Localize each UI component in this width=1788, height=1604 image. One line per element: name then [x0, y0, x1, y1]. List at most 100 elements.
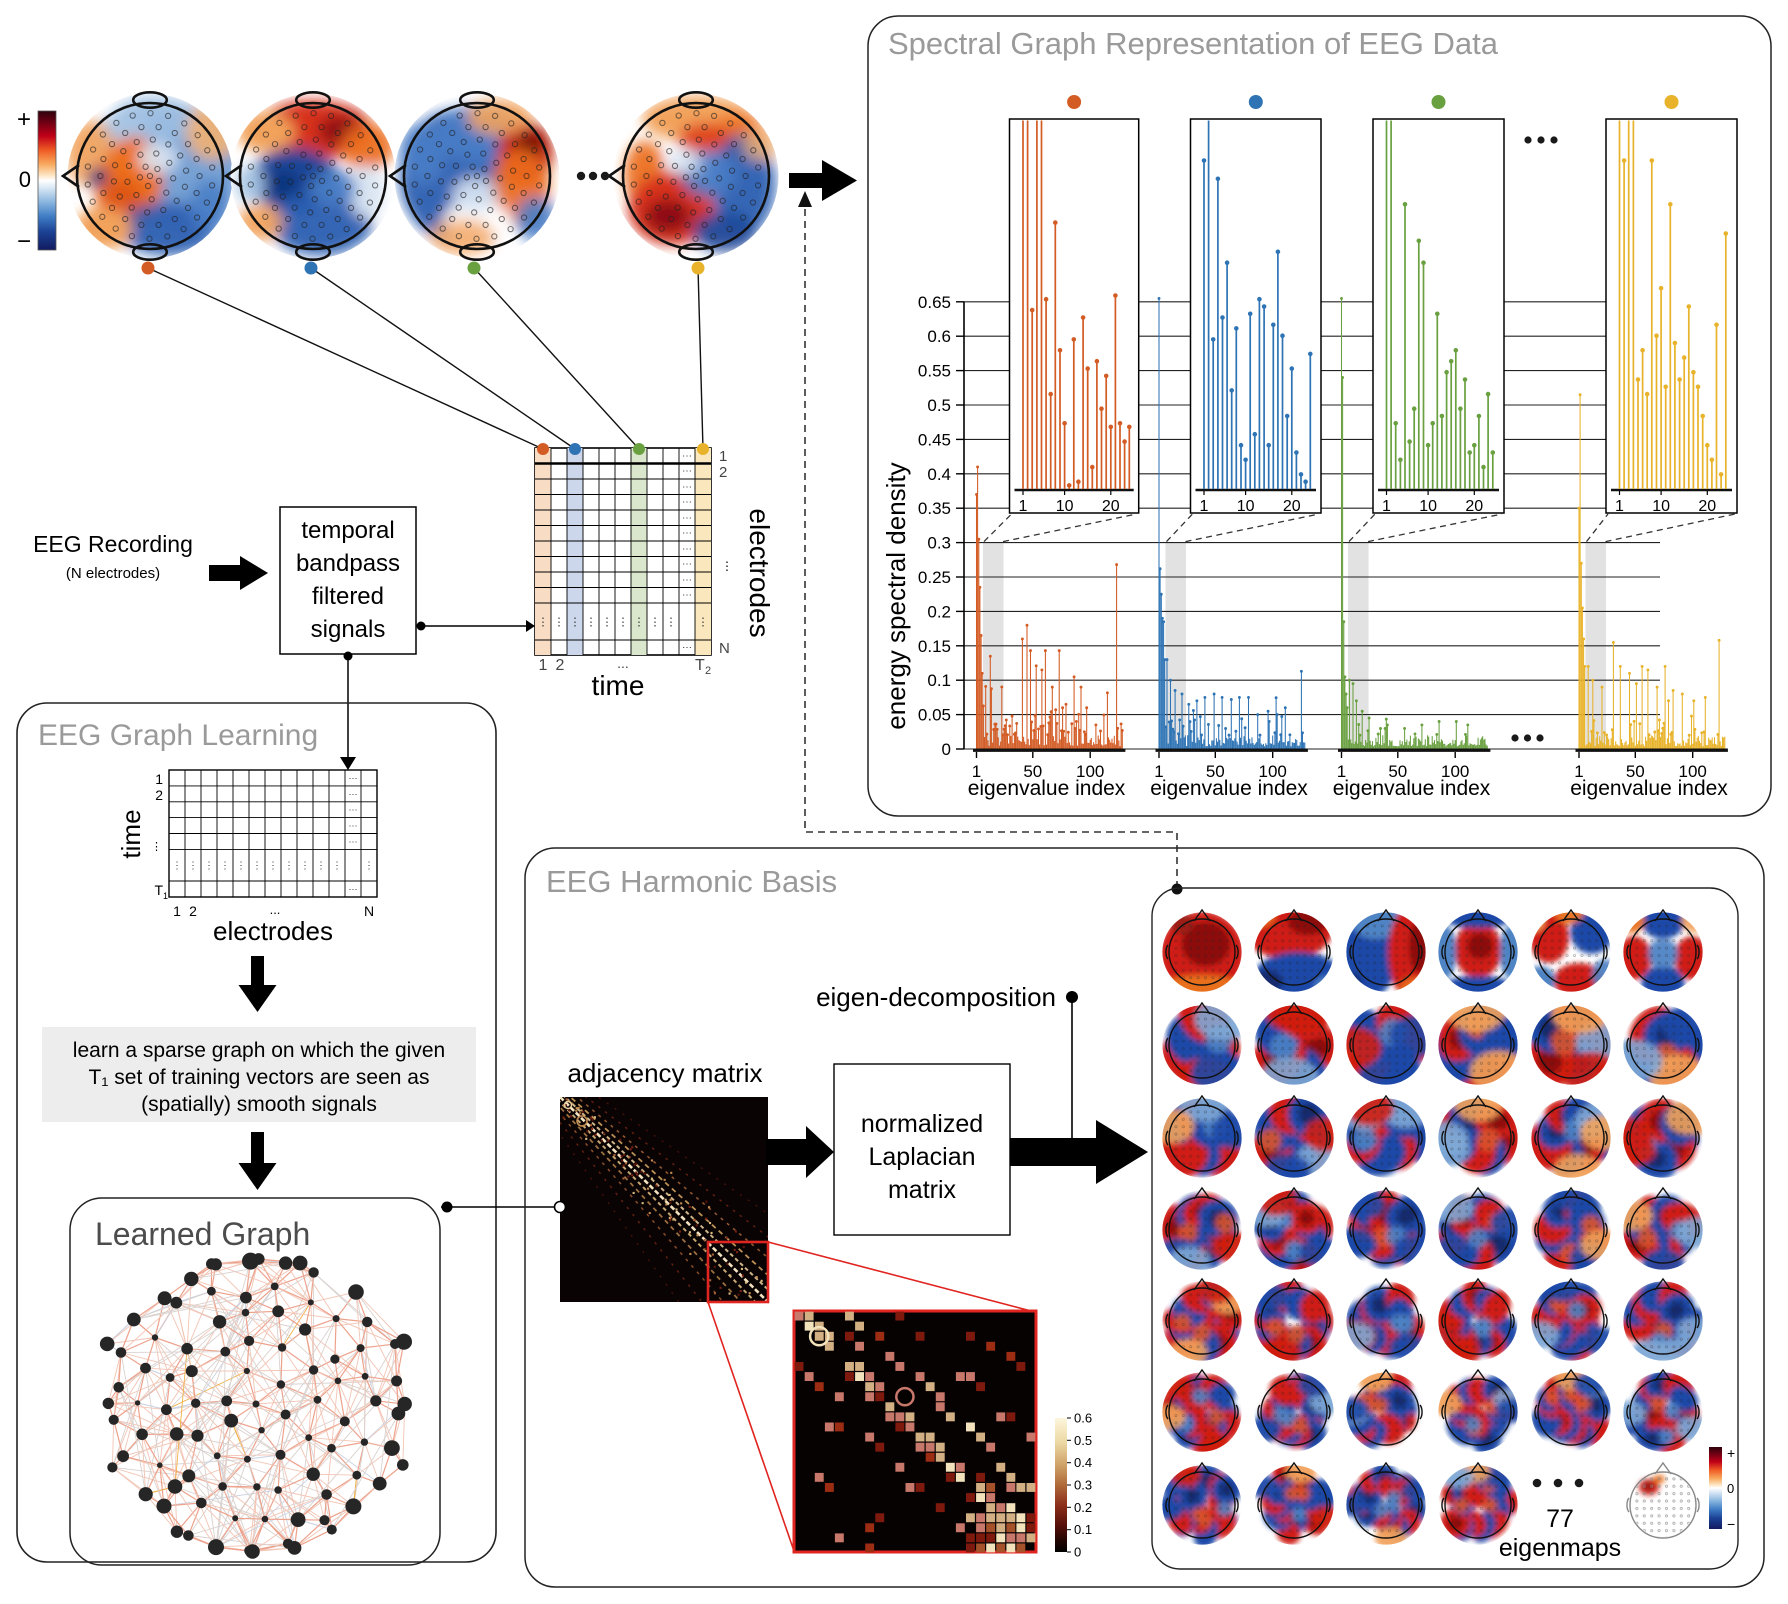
svg-text:N: N: [719, 640, 730, 657]
svg-text:1: 1: [155, 771, 163, 787]
svg-text:0: 0: [19, 167, 31, 192]
svg-text:0: 0: [942, 740, 951, 759]
svg-text:+: +: [1727, 1445, 1735, 1461]
svg-text:EEG Graph Learning: EEG Graph Learning: [38, 719, 318, 752]
svg-text:1: 1: [1337, 762, 1346, 781]
svg-text:⋮: ⋮: [538, 617, 549, 629]
svg-text:⋯: ⋯: [682, 528, 692, 539]
svg-text:normalized: normalized: [861, 1110, 983, 1138]
svg-text:⋮: ⋮: [151, 841, 162, 853]
svg-text:eigenvalue index: eigenvalue index: [1570, 777, 1728, 800]
svg-text:⋮: ⋮: [268, 861, 278, 872]
svg-text:⋮: ⋮: [204, 861, 214, 872]
svg-text:Learned Graph: Learned Graph: [95, 1216, 310, 1252]
svg-text:EEG Harmonic Basis: EEG Harmonic Basis: [546, 864, 837, 899]
svg-text:0.5: 0.5: [927, 396, 951, 415]
svg-text:−: −: [17, 228, 31, 255]
svg-text:time: time: [116, 809, 146, 858]
svg-text:Laplacian: Laplacian: [868, 1143, 975, 1171]
svg-text:100: 100: [1259, 762, 1287, 781]
svg-text:2: 2: [155, 787, 163, 803]
svg-text:⋯: ⋯: [682, 559, 692, 570]
svg-text:1: 1: [1574, 762, 1583, 781]
svg-text:⋮: ⋮: [698, 617, 709, 629]
svg-text:⋯: ⋯: [682, 482, 692, 493]
svg-text:0.15: 0.15: [918, 637, 951, 656]
svg-text:10: 10: [1237, 498, 1255, 515]
svg-text:...: ...: [617, 655, 629, 671]
svg-text:2: 2: [556, 657, 565, 674]
svg-text:0.35: 0.35: [918, 499, 951, 518]
svg-text:⋯: ⋯: [682, 513, 692, 524]
svg-text:⋯: ⋯: [682, 466, 692, 477]
svg-text:50: 50: [1206, 762, 1225, 781]
svg-text:⋮: ⋮: [721, 559, 733, 573]
svg-text:eigenmaps: eigenmaps: [1499, 1534, 1621, 1562]
svg-text:bandpass: bandpass: [296, 550, 400, 577]
svg-text:eigenvalue index: eigenvalue index: [1333, 777, 1491, 800]
svg-text:20: 20: [1102, 498, 1120, 515]
svg-text:100: 100: [1076, 762, 1104, 781]
svg-text:1: 1: [539, 657, 548, 674]
svg-text:0.65: 0.65: [918, 293, 951, 312]
svg-text:20: 20: [1698, 498, 1716, 515]
svg-text:−: −: [1727, 1516, 1735, 1532]
svg-text:1: 1: [1615, 498, 1624, 515]
svg-text:eigen-decomposition: eigen-decomposition: [816, 982, 1056, 1012]
svg-text:1: 1: [1200, 498, 1209, 515]
svg-text:50: 50: [1388, 762, 1407, 781]
svg-text:100: 100: [1441, 762, 1469, 781]
svg-text:⋮: ⋮: [554, 617, 565, 629]
svg-text:⋮: ⋮: [252, 861, 262, 872]
svg-text:⋮: ⋮: [634, 617, 645, 629]
svg-text:0: 0: [1727, 1481, 1734, 1496]
svg-text:0.2: 0.2: [1074, 1500, 1092, 1515]
svg-text:1: 1: [163, 891, 168, 901]
svg-text:⋯: ⋯: [349, 805, 358, 815]
svg-text:EEG Recording: EEG Recording: [33, 531, 193, 557]
svg-text:1: 1: [1382, 498, 1391, 515]
svg-text:T: T: [154, 882, 163, 898]
svg-text:77: 77: [1546, 1505, 1574, 1533]
svg-text:20: 20: [1465, 498, 1483, 515]
svg-text:⋮: ⋮: [236, 861, 246, 872]
svg-text:10: 10: [1056, 498, 1074, 515]
svg-text:⋯: ⋯: [349, 773, 358, 783]
svg-text:eigenvalue index: eigenvalue index: [1150, 777, 1308, 800]
svg-text:0.25: 0.25: [918, 568, 951, 587]
svg-text:⋮: ⋮: [172, 861, 182, 872]
svg-text:⋯: ⋯: [682, 590, 692, 601]
svg-text:1: 1: [719, 448, 727, 465]
svg-text:⋯: ⋯: [682, 497, 692, 508]
svg-text:adjacency matrix: adjacency matrix: [567, 1058, 762, 1088]
svg-text:⋮: ⋮: [332, 861, 342, 872]
svg-text:0.6: 0.6: [1074, 1411, 1092, 1426]
svg-text:0.2: 0.2: [927, 602, 951, 621]
svg-text:N: N: [364, 903, 374, 919]
svg-text:50: 50: [1626, 762, 1645, 781]
svg-text:⋯: ⋯: [349, 837, 358, 847]
svg-text:⋯: ⋯: [682, 451, 692, 462]
svg-text:⋯: ⋯: [349, 884, 358, 894]
svg-text:2: 2: [189, 903, 197, 919]
svg-text:1: 1: [173, 903, 181, 919]
svg-text:electrodes: electrodes: [213, 916, 333, 946]
svg-text:time: time: [592, 670, 645, 701]
svg-text:0.55: 0.55: [918, 362, 951, 381]
svg-text:signals: signals: [311, 616, 386, 643]
svg-text:⋮: ⋮: [316, 861, 326, 872]
svg-text:⋮: ⋮: [300, 861, 310, 872]
svg-text:20: 20: [1283, 498, 1301, 515]
svg-text:⋯: ⋯: [682, 575, 692, 586]
svg-text:⋯: ⋯: [682, 544, 692, 555]
svg-text:⋯: ⋯: [682, 643, 692, 654]
svg-text:2: 2: [719, 464, 727, 481]
svg-text:energy spectral density: energy spectral density: [881, 462, 911, 729]
svg-text:Spectral Graph Representation: Spectral Graph Representation of EEG Dat…: [888, 26, 1499, 61]
svg-text:0.45: 0.45: [918, 430, 951, 449]
svg-text:+: +: [17, 106, 31, 133]
svg-text:⋮: ⋮: [618, 617, 629, 629]
svg-text:(spatially) smooth signals: (spatially) smooth signals: [141, 1093, 377, 1116]
svg-text:⋮: ⋮: [284, 861, 294, 872]
svg-text:⋮: ⋮: [586, 617, 597, 629]
